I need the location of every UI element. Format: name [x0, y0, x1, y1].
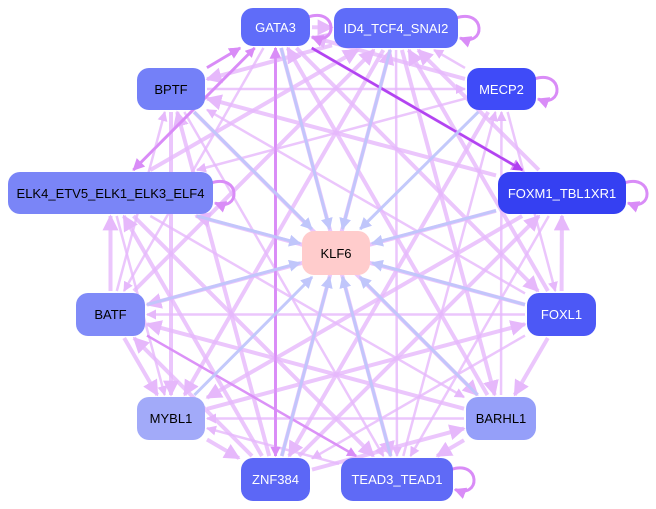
edge-FOXM1-KLF6 [370, 209, 497, 247]
edge-ELK4-KLF6 [196, 214, 302, 247]
self-loop-GATA3 [307, 13, 333, 47]
edge-MECP2-ZNF384 [287, 110, 490, 458]
edge-ZNF384-KLF6 [280, 275, 333, 457]
self-loop-TEAD3 [450, 466, 476, 499]
self-loop-ID4 [455, 14, 481, 48]
node-label: ID4_TCF4_SNAI2 [343, 20, 449, 36]
node-label: FOXM1_TBL1XR1 [507, 185, 617, 201]
node-batf[interactable]: BATF [76, 293, 145, 336]
node-znf384[interactable]: ZNF384 [241, 458, 310, 501]
edge-BATF-KLF6 [146, 259, 302, 306]
edge-BARHL1-GATA3 [285, 46, 490, 396]
edge-ID4-KLF6 [339, 49, 392, 231]
edge-FOXL1-BARHL1 [512, 336, 550, 397]
edge-BARHL1-TEAD3 [435, 438, 466, 458]
node-foxl1[interactable]: FOXL1 [527, 293, 596, 336]
edge-GATA3-FOXL1 [294, 46, 540, 293]
node-label: BARHL1 [475, 411, 527, 426]
node-elk4[interactable]: ELK4_ETV5_ELK1_ELK3_ELF4 [8, 172, 213, 214]
edge-FOXL1-KLF6 [370, 259, 526, 306]
edge-BPTF-GATA3 [206, 46, 241, 69]
edge-MYBL1-KLF6 [193, 275, 314, 397]
edge-ID4-TEAD3 [391, 49, 402, 457]
edge-BARHL1-KLF6 [358, 275, 479, 397]
node-label: KLF6 [320, 245, 352, 261]
edge-ELK4-ID4 [149, 48, 360, 172]
node-foxm1[interactable]: FOXM1_TBL1XR1 [498, 172, 626, 214]
edge-BATF-MYBL1 [122, 336, 160, 397]
self-loop-ELK4 [210, 179, 236, 213]
self-loop-MECP2 [533, 75, 559, 109]
node-label: FOXL1 [540, 307, 583, 322]
node-bptf[interactable]: BPTF [137, 68, 205, 110]
node-mecp2[interactable]: MECP2 [467, 68, 536, 110]
node-label: TEAD3_TEAD1 [351, 472, 443, 487]
edge-BPTF-TEAD3 [183, 111, 385, 457]
edge-FOXM1-MYBL1 [205, 214, 524, 400]
node-label: BATF [94, 307, 127, 322]
node-label: MYBL1 [149, 411, 193, 426]
node-label: MECP2 [479, 81, 524, 97]
edge-TEAD3-MYBL1 [206, 425, 340, 466]
node-id4[interactable]: ID4_TCF4_SNAI2 [334, 8, 458, 48]
edge-ELK4-BARHL1 [149, 214, 465, 399]
self-loop-FOXM1 [623, 179, 649, 213]
node-label: BPTF [154, 81, 188, 97]
edge-MECP2-KLF6 [359, 110, 480, 231]
edge-TEAD3-KLF6 [339, 275, 393, 457]
edge-GATA3-FOXM1 [311, 46, 524, 172]
edge-ID4-MYBL1 [182, 49, 386, 397]
edge-FOXL1-ID4 [406, 48, 550, 293]
edge-MECP2-ID4 [433, 48, 466, 69]
node-barhl1[interactable]: BARHL1 [466, 397, 536, 440]
node-tead3[interactable]: TEAD3_TEAD1 [341, 458, 453, 501]
node-gata3[interactable]: GATA3 [241, 8, 310, 46]
edge-GATA3-BATF [122, 47, 265, 292]
edge-MYBL1-ZNF384 [205, 437, 241, 460]
node-klf6[interactable]: KLF6 [302, 231, 370, 275]
edge-FOXL1-BPTF [206, 108, 526, 295]
node-label: ELK4_ETV5_ELK1_ELK3_ELF4 [16, 185, 205, 201]
node-label: GATA3 [255, 19, 296, 35]
node-label: ZNF384 [252, 472, 299, 487]
edge-BATF-TEAD3 [146, 334, 358, 458]
edge-GATA3-KLF6 [279, 47, 333, 231]
edge-BPTF-KLF6 [193, 110, 313, 231]
node-mybl1[interactable]: MYBL1 [137, 397, 205, 440]
